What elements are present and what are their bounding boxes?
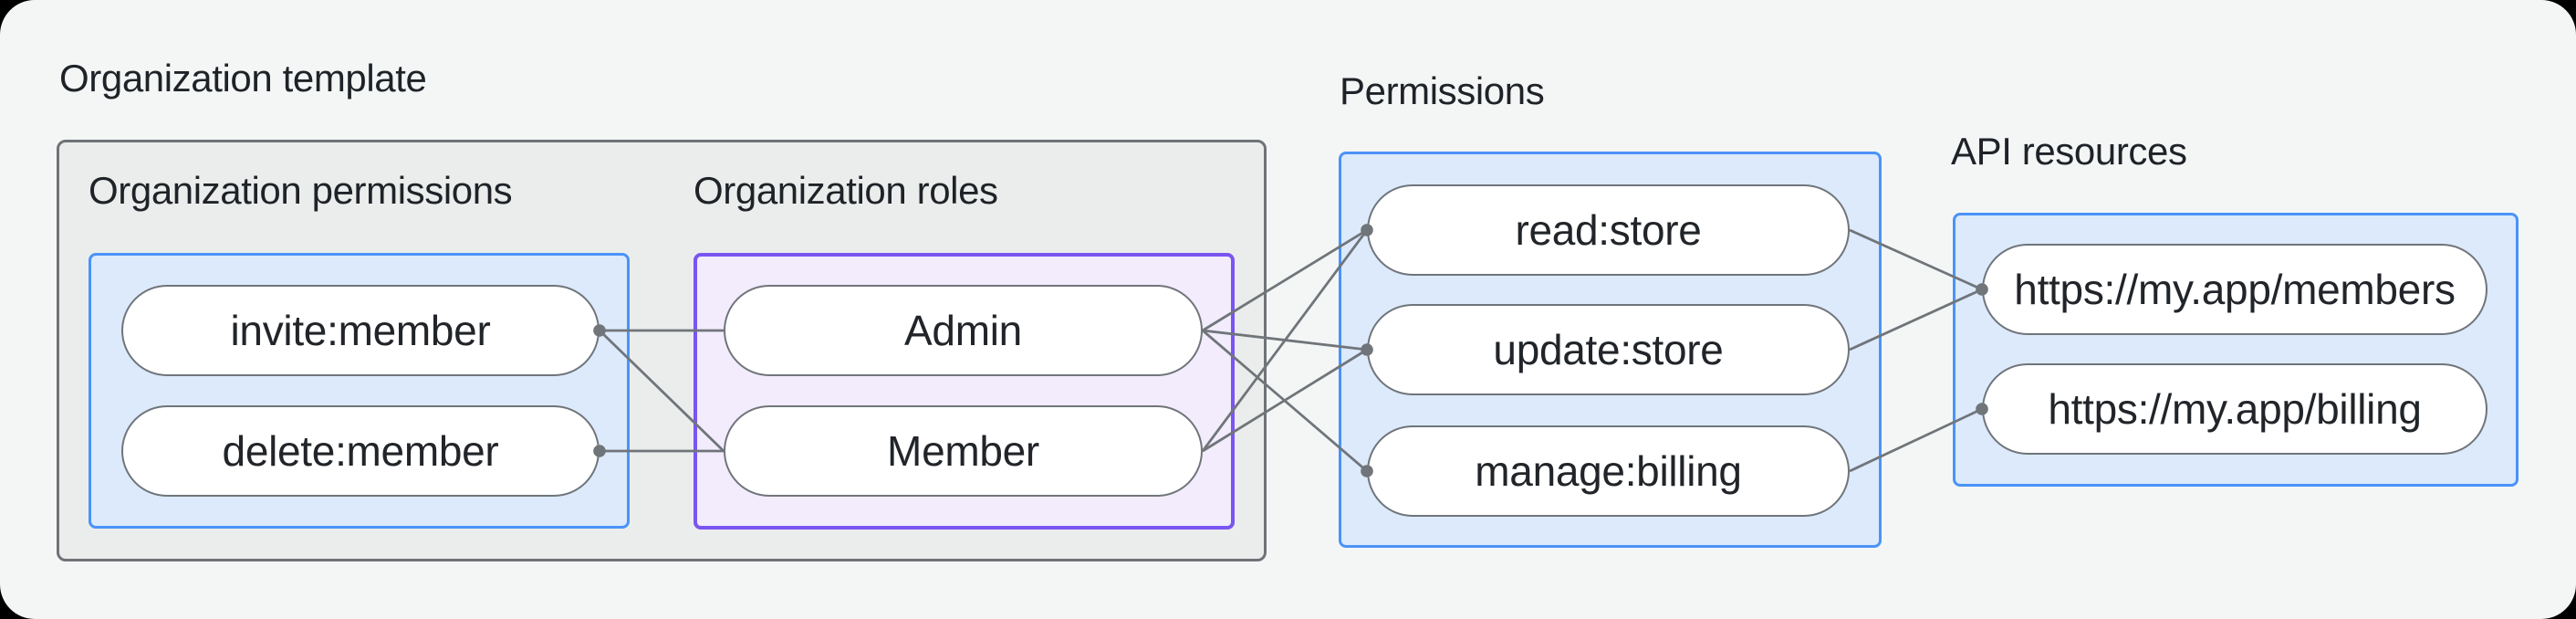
node-manage-billing: manage:billing xyxy=(1367,425,1850,517)
node-delete-member: delete:member xyxy=(121,405,600,497)
node-invite-member: invite:member xyxy=(121,285,600,376)
node-read-store: read:store xyxy=(1367,184,1850,276)
org-permissions-heading: Organization permissions xyxy=(89,169,513,212)
api-resources-heading: API resources xyxy=(1951,130,2187,173)
node-admin-role: Admin xyxy=(724,285,1203,376)
node-api-members: https://my.app/members xyxy=(1982,244,2487,335)
node-member-role: Member xyxy=(724,405,1203,497)
node-api-billing: https://my.app/billing xyxy=(1982,363,2487,455)
node-update-store: update:store xyxy=(1367,304,1850,395)
org-roles-heading: Organization roles xyxy=(694,169,998,212)
permissions-heading: Permissions xyxy=(1340,69,1545,112)
org-template-heading: Organization template xyxy=(59,57,427,100)
